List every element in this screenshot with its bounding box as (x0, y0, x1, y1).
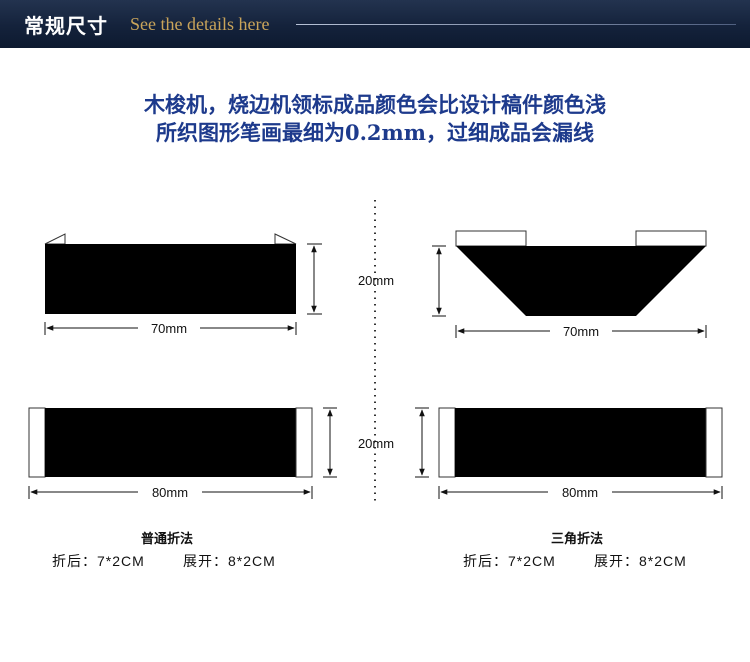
normal-fold-folded-label (44, 233, 297, 314)
width-label-bottom-right: 80mm (562, 485, 598, 500)
triangle-fold-title: 三角折法 (551, 531, 604, 546)
triangle-fold-unfolded-size: 展开：8*2CM (594, 553, 687, 569)
notice-line-1: 木梭机，烧边机领标成品颜色会比设计稿件颜色浅 (144, 92, 606, 117)
folded-tab-left (455, 230, 527, 247)
header-divider (296, 24, 736, 25)
width-dim-top-left: 70mm (44, 321, 297, 336)
unfolded-end-right (295, 407, 313, 478)
folded-tab-right (635, 230, 707, 247)
width-dim-top-right: 70mm (455, 324, 707, 339)
height-dim-top-right (432, 245, 446, 317)
height-label-bottom: 20mm (358, 436, 394, 451)
height-dim-bottom-right (415, 407, 429, 478)
height-dim-bottom-left (323, 407, 337, 478)
normal-fold-unfolded-size: 展开：8*2CM (183, 553, 276, 569)
triangle-fold-folded-size: 折后：7*2CM (463, 553, 556, 569)
unfolded-end-left (28, 407, 46, 478)
folded-tab-right (274, 233, 297, 245)
header-banner: 常规尺寸 See the details here (0, 0, 750, 48)
height-dim-top-left (307, 243, 322, 315)
normal-fold-unfolded-label (28, 407, 313, 478)
folded-tab-left (44, 233, 66, 245)
width-dim-bottom-left: 80mm (28, 485, 313, 500)
header-subtitle: See the details here (130, 14, 270, 34)
label-body (456, 246, 706, 316)
label-body (45, 408, 296, 477)
header-title: 常规尺寸 (24, 14, 108, 38)
width-dim-bottom-right: 80mm (438, 485, 723, 500)
label-body (455, 408, 706, 477)
normal-fold-folded-size: 折后：7*2CM (52, 553, 145, 569)
width-label-top-left: 70mm (151, 321, 187, 336)
triangle-fold-unfolded-label (438, 407, 723, 478)
width-label-top-right: 70mm (563, 324, 599, 339)
normal-fold-title: 普通折法 (141, 531, 194, 546)
width-label-bottom-left: 80mm (152, 485, 188, 500)
label-body (45, 244, 296, 314)
notice-line-2: 所织图形笔画最细为0.2mm，过细成品会漏线 (156, 120, 594, 145)
unfolded-end-right (705, 407, 723, 478)
unfolded-end-left (438, 407, 456, 478)
height-label-top: 20mm (358, 273, 394, 288)
triangle-fold-folded-label (455, 230, 707, 316)
